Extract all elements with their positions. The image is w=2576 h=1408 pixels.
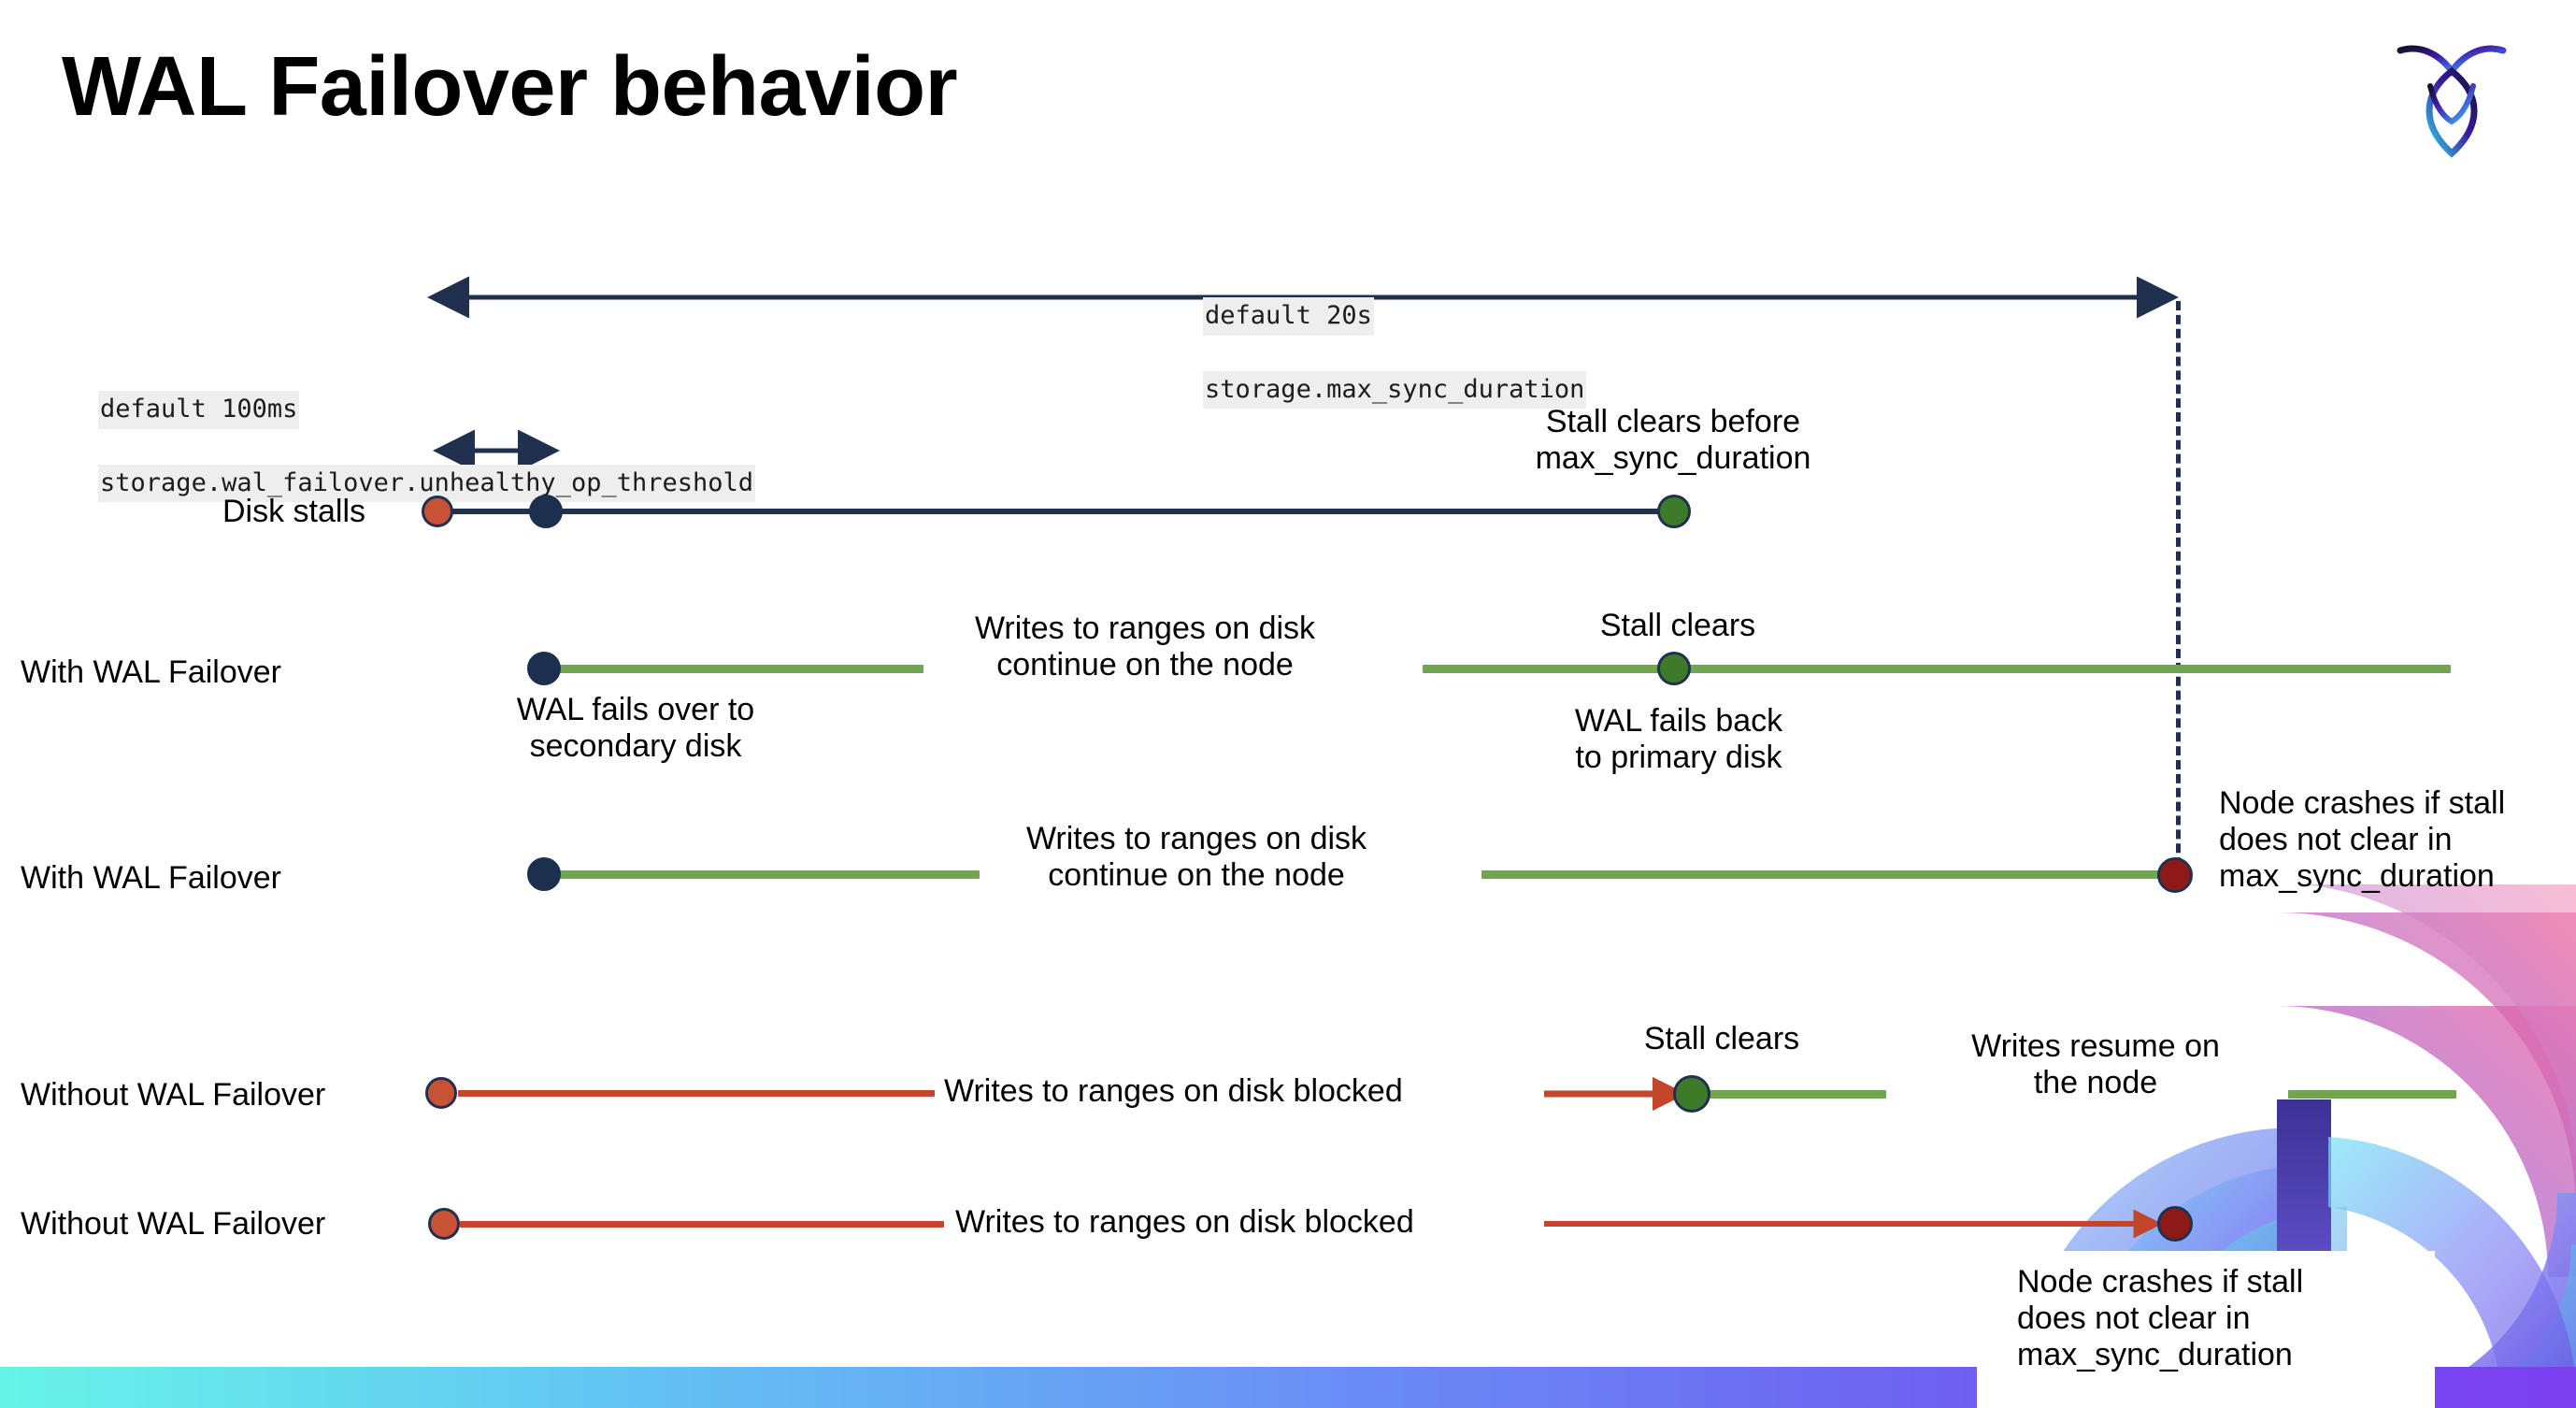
disk-stalls-timeline (439, 509, 1675, 514)
with-wal-failover-2-failover-dot (527, 857, 561, 891)
disk-stall-start-dot (422, 496, 453, 527)
with-wal-failover-2-segment-a (550, 870, 980, 879)
max-sync-duration-name: storage.max_sync_duration (1203, 370, 1587, 409)
max-sync-duration-guide-line (2176, 301, 2181, 881)
disk-stall-clears-dot (1657, 495, 1691, 528)
annotation-wal-fails-over: WAL fails over to secondary disk (516, 692, 755, 764)
without-wal-failover-2-blocked-segment (460, 1221, 944, 1228)
unhealthy-op-threshold-default: default 100ms (98, 391, 300, 429)
with-wal-failover-2-crash-dot (2157, 857, 2193, 893)
without-wal-failover-2-crash-dot (2157, 1206, 2193, 1242)
lane-label-without-wal-failover-1: Without WAL Failover (21, 1077, 326, 1113)
annotation-stall-clears-before: Stall clears before max_sync_duration (1535, 404, 1811, 476)
with-wal-failover-1-segment-a (550, 665, 923, 673)
annotation-writes-blocked-2: Writes to ranges on disk blocked (955, 1204, 1414, 1240)
lane-label-without-wal-failover-2: Without WAL Failover (21, 1206, 326, 1242)
lane-label-with-wal-failover-2: With WAL Failover (21, 860, 281, 896)
node-crashes-callout-box (1977, 1251, 2435, 1408)
disk-stall-threshold-dot (529, 495, 563, 528)
annotation-node-crashes-1: Node crashes if stall does not clear in … (2219, 785, 2506, 894)
annotation-stall-clears-2: Stall clears (1643, 1021, 1800, 1056)
annotation-writes-blocked-1: Writes to ranges on disk blocked (944, 1073, 1403, 1109)
lane-label-with-wal-failover-1: With WAL Failover (21, 654, 281, 690)
annotation-node-crashes-2: Node crashes if stall does not clear in … (2017, 1264, 2304, 1372)
unhealthy-op-threshold-setting-chip: default 100ms storage.wal_failover.unhea… (37, 355, 756, 539)
without-wal-failover-1-start-dot (425, 1077, 457, 1109)
without-wal-failover-2-start-dot (428, 1208, 460, 1240)
annotation-writes-continue-2: Writes to ranges on disk continue on the… (1025, 821, 1367, 893)
without-wal-failover-1-stall-clears-dot (1673, 1075, 1710, 1113)
page-title: WAL Failover behavior (62, 40, 958, 134)
with-wal-failover-2-segment-b (1481, 870, 2173, 879)
without-wal-failover-1-resume-segment (1699, 1090, 1886, 1099)
annotation-writes-continue-1: Writes to ranges on disk continue on the… (974, 611, 1316, 682)
max-sync-duration-setting-chip: default 20s storage.max_sync_duration (1142, 262, 1587, 445)
with-wal-failover-1-stall-clears-dot (1657, 652, 1691, 685)
without-wal-failover-1-resume-segment-tail (2288, 1090, 2456, 1099)
unhealthy-op-threshold-name: storage.wal_failover.unhealthy_op_thresh… (98, 464, 756, 503)
max-sync-duration-default: default 20s (1203, 297, 1374, 336)
annotation-writes-resume: Writes resume on the node (1971, 1028, 2220, 1100)
lane-label-disk-stalls: Disk stalls (222, 494, 366, 529)
with-wal-failover-1-failover-dot (527, 652, 561, 685)
cockroachdb-logo-icon (2382, 28, 2522, 168)
annotation-stall-clears-1: Stall clears (1599, 608, 1756, 643)
annotation-wal-fails-back: WAL fails back to primary disk (1574, 703, 1783, 775)
without-wal-failover-1-blocked-segment (458, 1090, 935, 1097)
with-wal-failover-1-segment-b (1423, 665, 2451, 673)
